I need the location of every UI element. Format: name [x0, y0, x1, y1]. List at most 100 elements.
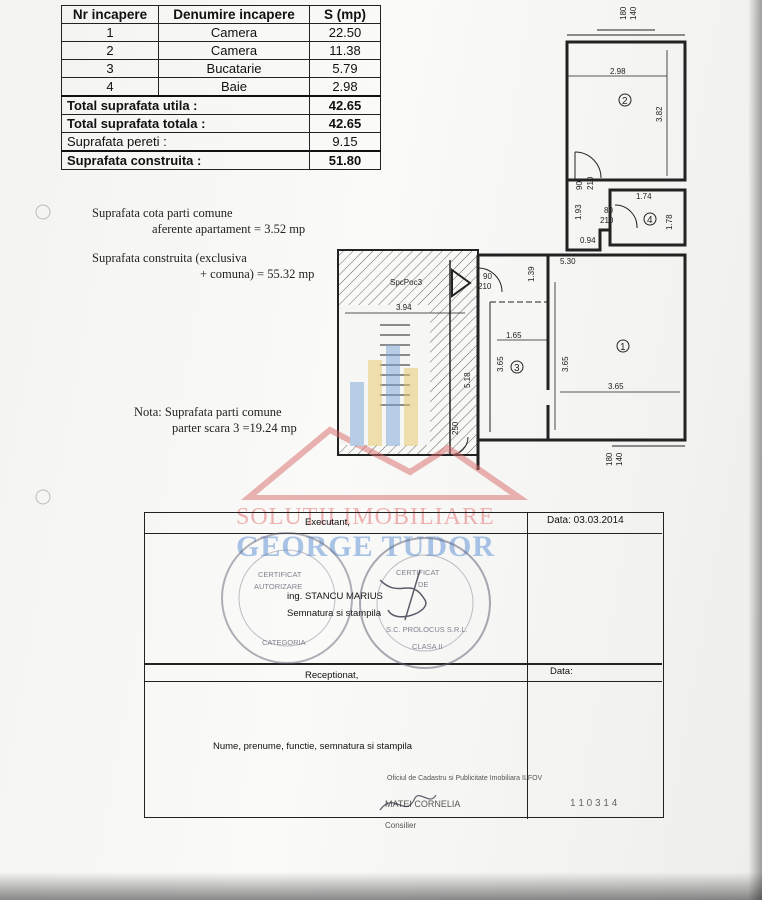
dim-hall-h: 1.39	[527, 266, 536, 282]
stair-arrow	[451, 268, 472, 298]
punch-hole-bottom	[35, 489, 51, 505]
main-block-wall	[478, 253, 687, 442]
left-stamp-text-b: AUTORIZARE	[254, 582, 303, 591]
dim-entry: 250	[451, 421, 460, 435]
form-divider	[527, 513, 528, 819]
official-signature	[379, 794, 437, 811]
room-4-marker	[643, 212, 657, 226]
dim-bath-w: 1.74	[636, 192, 652, 201]
ground-floor-line1: Nota: Suprafata parti comune	[134, 405, 282, 419]
receptionat-label: Receptionat,	[305, 670, 359, 681]
date-label: Data: 03.03.2014	[547, 515, 624, 526]
dim-top-a: 180	[619, 6, 628, 20]
room-4-number: 4	[647, 215, 653, 226]
built-area-note: Suprafata construita (exclusiva + comuna…	[92, 250, 314, 282]
room-area: 5.79	[309, 59, 381, 78]
reg-number: 1 1 0 3 1 4	[570, 798, 618, 809]
left-stamp-text-c: CATEGORIA	[262, 638, 306, 647]
stair-label: SpcPoc3	[390, 278, 423, 287]
executant-label: Executant,	[305, 517, 350, 528]
dim-door-a-w: 90	[575, 181, 584, 190]
right-stamp-text-b: DE	[418, 580, 429, 589]
room-area: 11.38	[309, 41, 381, 60]
dim-room1-w: 3.65	[608, 382, 624, 391]
room-2-wall	[565, 40, 687, 182]
signature-mark	[379, 569, 427, 621]
dim-stair-w: 3.94	[396, 303, 412, 312]
office-label: Oficiul de Cadastru si Publicitate Imobi…	[387, 775, 543, 782]
dim-hall: 1.93	[574, 204, 583, 220]
watermark-line2: GEORGE TUDOR	[236, 530, 495, 563]
room-1-number: 1	[620, 342, 626, 353]
date2-label: Data:	[550, 666, 573, 677]
room-name: Bucatarie	[158, 59, 310, 78]
dim-room1-h: 3.65	[561, 356, 570, 372]
floor-plan: 180 140 2.98 3.82 90 210 1.93 1.74 1.78 …	[240, 6, 687, 500]
dim-r2-height: 3.82	[655, 106, 664, 122]
right-stamp-text-c: S.C. PROLOCUS S.R.L.	[386, 625, 468, 634]
door-swing-a	[574, 151, 602, 179]
dim-bottom-b: 140	[615, 452, 624, 466]
left-stamp-outer	[221, 532, 353, 664]
form-line-3	[145, 681, 662, 682]
total-row: Suprafata construita :51.80	[61, 150, 381, 170]
right-stamp-outer	[359, 537, 491, 669]
common-area-line2: aferente apartament = 3.52 mp	[152, 222, 306, 236]
total-label: Suprafata construita :	[61, 150, 310, 170]
logo-watermark	[240, 345, 529, 500]
room-3-marker	[510, 360, 524, 374]
dim-bath-door-w: 80	[604, 206, 613, 215]
watermark-line1: SOLUTII IMOBILIARE	[236, 504, 495, 530]
door-swing-bath	[614, 204, 638, 229]
right-stamp-text-a: CERTIFICAT	[396, 568, 440, 577]
common-area-note: Suprafata cota parti comune aferente apa…	[92, 205, 305, 237]
stair-wall	[337, 249, 479, 456]
dim-bath-h: 1.78	[665, 214, 674, 230]
dim-bath-door-h: 210	[600, 216, 614, 225]
dim-stair-h: 5.18	[463, 372, 472, 388]
total-row: Total suprafata totala :42.65	[61, 114, 381, 133]
room-1-marker	[616, 339, 630, 353]
official-name: MATEI CORNELIA	[385, 799, 461, 809]
dim-kitchen-w: 1.65	[506, 331, 522, 340]
official-role: Consilier	[385, 821, 417, 830]
punch-hole-top	[35, 204, 51, 220]
dim-top-b: 140	[629, 6, 638, 20]
built-area-line2: + comuna) = 55.32 mp	[200, 267, 315, 281]
dim-total-w: 5.30	[560, 257, 576, 266]
door-swing-entry	[477, 267, 503, 293]
common-area-line1: Suprafata cota parti comune	[92, 206, 233, 220]
left-stamp-text-a: CERTIFICAT	[258, 570, 302, 579]
dim-door-a-h: 210	[586, 176, 595, 190]
dim-bottom-a: 180	[605, 452, 614, 466]
dim-hall-w: 0.94	[580, 236, 596, 245]
form-line-1	[145, 533, 662, 534]
room-4-wall	[608, 188, 687, 247]
room-3-number: 3	[514, 363, 520, 374]
total-value: 42.65	[309, 114, 381, 133]
ground-floor-line2: parter scara 3 =19.24 mp	[172, 421, 297, 435]
signature-label: Semnatura si stampila	[287, 608, 381, 619]
built-area-line1: Suprafata construita (exclusiva	[92, 251, 247, 265]
right-stamp-inner	[376, 554, 474, 652]
room-area: 2.98	[309, 77, 381, 97]
dim-door-b-w: 90	[483, 272, 492, 281]
hall-wall	[565, 180, 610, 252]
dim-door-b-h: 210	[478, 282, 492, 291]
dim-kitchen-h: 3.65	[496, 356, 505, 372]
left-stamp-inner	[238, 549, 336, 647]
receiver-label: Nume, prenume, functie, semnatura si sta…	[213, 741, 413, 752]
door-swing-stair	[449, 436, 469, 456]
page-shadow	[0, 872, 762, 900]
room-2-number: 2	[622, 96, 628, 107]
right-stamp-text-d: CLASA II	[412, 642, 443, 651]
total-value: 51.80	[309, 150, 381, 170]
room-2-marker	[618, 93, 632, 107]
engineer-name: ing. STANCU MARIUS	[287, 591, 383, 602]
ground-floor-note: Nota: Suprafata parti comune parter scar…	[134, 404, 297, 436]
